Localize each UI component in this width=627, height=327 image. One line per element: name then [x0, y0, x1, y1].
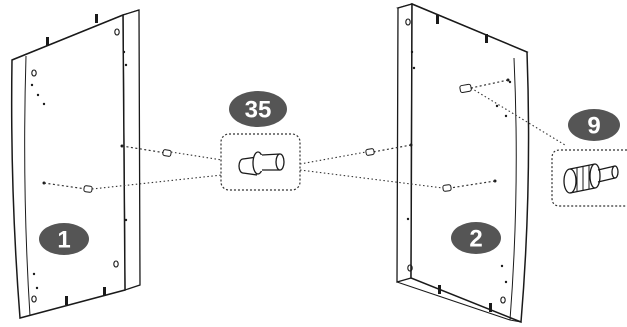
panel-right — [396, 2, 530, 324]
panel-left — [10, 9, 141, 319]
leader-lines — [91, 87, 566, 190]
badge-part-35: 35 — [229, 91, 287, 127]
right-dowels — [365, 79, 509, 192]
badge-part-9-label: 9 — [587, 113, 600, 140]
part-dowel-callout — [220, 133, 301, 191]
badge-panel-2: 2 — [451, 222, 501, 254]
badge-panel-2-label: 2 — [469, 226, 482, 253]
left-dowels — [43, 145, 172, 193]
part-cam-bolt-callout — [551, 149, 627, 207]
badge-part-9: 9 — [568, 109, 620, 141]
badge-panel-1: 1 — [39, 223, 89, 255]
badge-part-35-label: 35 — [245, 97, 272, 124]
badge-panel-1-label: 1 — [57, 227, 70, 254]
